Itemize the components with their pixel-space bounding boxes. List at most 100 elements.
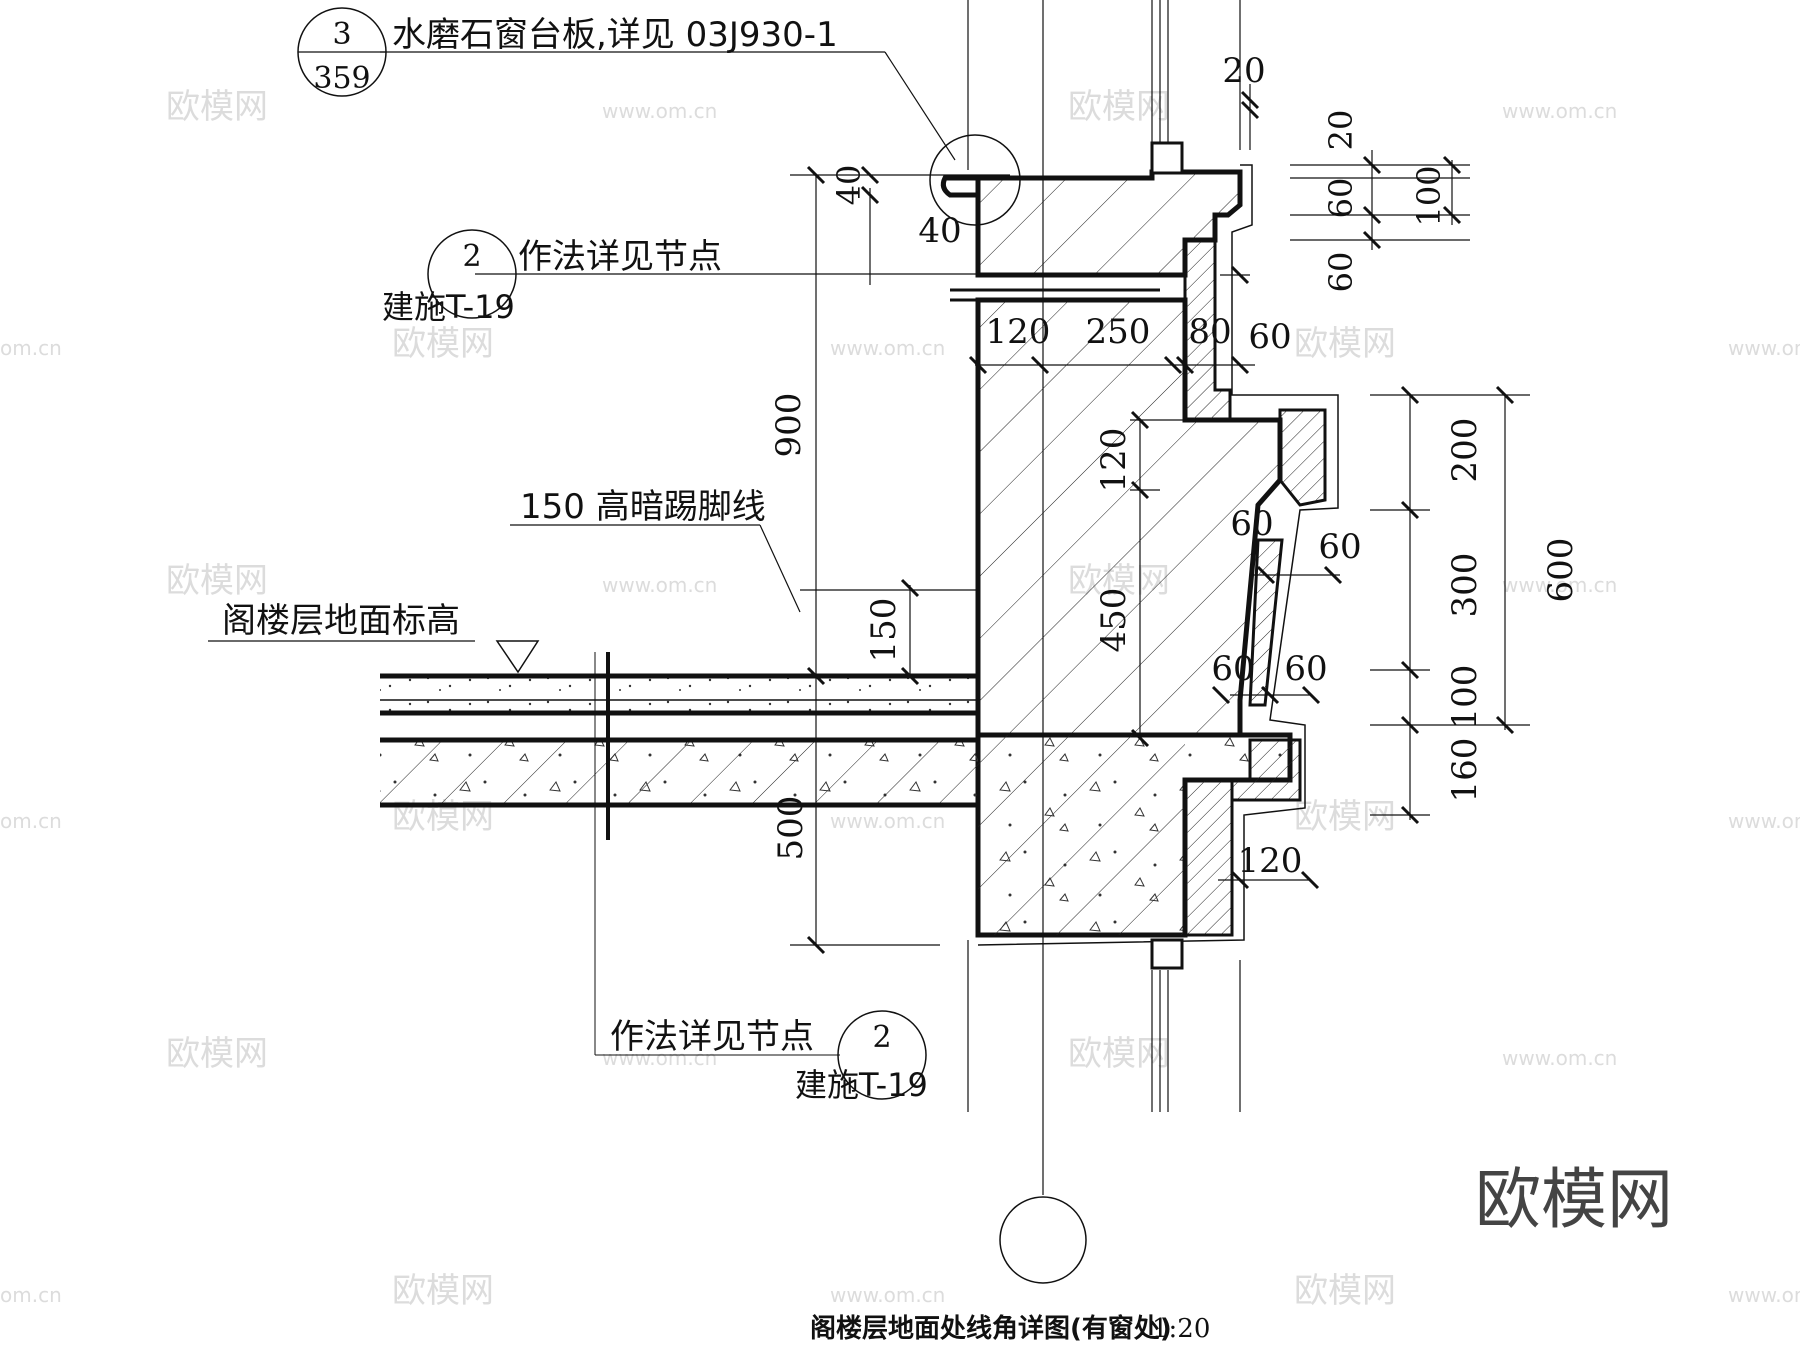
finish-outline	[977, 164, 1339, 946]
dim-text: 100	[1410, 165, 1448, 226]
wall-section	[929, 134, 1339, 970]
terrazzo-sill-nosing	[940, 175, 981, 198]
dim-text: 60	[1230, 504, 1273, 544]
callout-sheet: 359	[313, 61, 370, 96]
dim-text: 120	[986, 312, 1051, 352]
watermark-brand: 欧模网	[166, 561, 268, 601]
dim-tick	[1030, 355, 1050, 375]
detail-circle	[929, 134, 1021, 226]
dim-text: 20	[1322, 110, 1360, 151]
dim-tick	[1400, 660, 1420, 680]
dim-tick	[806, 666, 826, 686]
callout-label: 作法详见节点	[518, 237, 722, 277]
floor-slab-hatch	[380, 740, 978, 805]
dim-tick	[1240, 100, 1260, 120]
dim-text: 200	[1445, 418, 1485, 483]
dim-tick	[1362, 205, 1382, 225]
dim-tick	[1230, 355, 1250, 375]
dim-tick	[860, 165, 880, 185]
dim-tick	[1130, 480, 1150, 500]
dim-text: 40	[918, 211, 961, 251]
dim-tick	[1301, 685, 1321, 705]
watermark-url: www.om.cn	[830, 336, 945, 360]
dimension-texts: 20 40 40 120 250 80 60 900 120 450 150 6…	[769, 51, 1581, 881]
beam-hatch	[978, 735, 1185, 935]
dim-text: 500	[771, 796, 811, 861]
dim-tick	[1240, 90, 1260, 110]
floor-level-label: 阁楼层地面标高	[222, 601, 460, 641]
dim-tick	[900, 666, 920, 686]
dim-tick	[1442, 205, 1462, 225]
skirting-label: 150 高暗踢脚线	[520, 487, 766, 527]
callout-number: 2	[872, 1020, 891, 1055]
watermark-brand: 欧模网	[166, 1034, 268, 1074]
watermark-url: om.cn	[0, 809, 62, 833]
watermark-brand: 欧模网	[1068, 87, 1170, 127]
callout-top-node: 2 建施T-19 作法详见节点	[382, 229, 722, 326]
dim-text: 450	[1094, 588, 1134, 653]
window-frame-stub	[1150, 938, 1184, 970]
floor-slab	[208, 640, 978, 1056]
dim-tick	[806, 935, 826, 955]
watermark-url: www.om.cn	[602, 573, 717, 597]
dim-text: 60	[1322, 252, 1360, 293]
leader-line	[884, 51, 956, 161]
dim-text: 300	[1445, 553, 1485, 618]
dim-text: 80	[1188, 312, 1231, 352]
dim-tick	[1130, 728, 1150, 748]
brand-logo: 欧模网	[1475, 1161, 1673, 1238]
dim-text: 120	[1094, 428, 1134, 493]
callout-number: 3	[332, 17, 351, 52]
watermark-brand: 欧模网	[166, 87, 268, 127]
watermark-url: www.om.cn	[830, 1283, 945, 1307]
cornice-moulding	[1278, 408, 1327, 507]
dim-tick	[806, 165, 826, 185]
dim-tick	[1495, 715, 1515, 735]
drawing-scale: 1:20	[1152, 1314, 1210, 1344]
callout-bottom-node: 2 建施T-19 作法详见节点	[610, 1010, 928, 1104]
dim-tick	[1260, 685, 1280, 705]
callout-sheet: 建施T-19	[795, 1066, 928, 1104]
dim-tick	[1400, 715, 1420, 735]
dim-text: 60	[1322, 178, 1360, 219]
window-frame-stub	[1150, 141, 1184, 175]
dim-tick	[1256, 565, 1276, 585]
dim-tick	[1211, 685, 1231, 705]
watermark-url: www.om.cn	[1728, 336, 1800, 360]
dim-tick	[1163, 355, 1183, 375]
watermark-url: om.cn	[0, 336, 62, 360]
watermark-brand: 欧模网	[1294, 797, 1396, 837]
watermark-url: om.cn	[0, 1283, 62, 1307]
lower-insulation	[1183, 778, 1234, 937]
watermark-url: www.om.cn	[1502, 99, 1617, 123]
level-triangle-icon	[495, 640, 540, 674]
dim-tick	[900, 578, 920, 598]
watermark-url: www.om.cn	[1502, 573, 1617, 597]
dim-tick	[1495, 385, 1515, 405]
watermark-brand: 欧模网	[392, 324, 494, 364]
callout-sill: 3 359 水磨石窗台板,详见 03J930-1	[297, 7, 838, 97]
watermark-url: www.om.cn	[1502, 1046, 1617, 1070]
dimension-lines	[380, 51, 1530, 946]
watermark-url: www.om.cn	[602, 1046, 717, 1070]
dim-tick	[968, 355, 988, 375]
watermark-url: www.om.cn	[602, 99, 717, 123]
dim-text: 60	[1284, 649, 1327, 689]
dim-text: 160	[1445, 738, 1485, 803]
leader-line	[759, 524, 801, 613]
dim-tick	[1300, 870, 1320, 890]
dim-text: 60	[1211, 649, 1254, 689]
watermark-url: www.om.cn	[1728, 809, 1800, 833]
dim-tick	[1175, 355, 1195, 375]
dim-text: 120	[1238, 841, 1303, 881]
watermark-brand: 欧模网	[1294, 1271, 1396, 1311]
dim-tick	[1400, 500, 1420, 520]
callout-bubble	[427, 229, 517, 319]
drawing-title: 阁楼层地面处线角详图(有窗处)	[810, 1313, 1172, 1344]
callout-label: 水磨石窗台板,详见 03J930-1	[392, 15, 838, 55]
dim-text: 900	[769, 393, 809, 458]
floor-screed	[380, 676, 978, 716]
dim-text: 20	[1222, 51, 1265, 91]
dim-text: 60	[1248, 317, 1291, 357]
